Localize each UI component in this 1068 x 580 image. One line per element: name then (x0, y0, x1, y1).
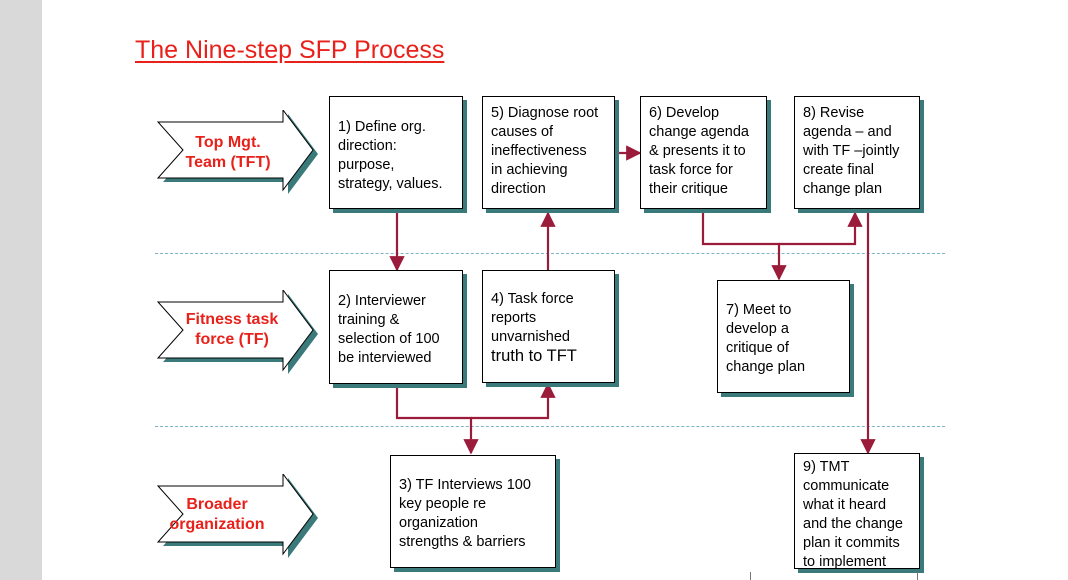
step-9-box: 9) TMT communicate what it heard and the… (794, 453, 920, 570)
step-6-box: 6) Develop change agenda & presents it t… (640, 96, 767, 209)
step-2-text: 2) Interviewer training & selection of 1… (338, 293, 440, 366)
step-5-text: 5) Diagnose root causes of ineffectivene… (491, 105, 599, 197)
step-3-text: 3) TF Interviews 100 key people re organ… (399, 477, 531, 550)
step-8-text: 8) Revise agenda – and with TF –jointly … (803, 105, 900, 197)
connector-7-to-8 (779, 211, 863, 246)
connector-3-to-4 (471, 382, 556, 420)
step-7-text: 7) Meet to develop a critique of change … (726, 302, 806, 375)
lane-label-top: Top Mgt. Team (TFT) (185, 134, 271, 171)
step-4-text-emphasis: truth to TFT (491, 347, 577, 365)
step-7-box: 7) Meet to develop a critique of change … (717, 280, 850, 393)
step-9-text: 9) TMT communicate what it heard and the… (803, 459, 903, 570)
left-sidebar-bar (0, 0, 42, 580)
step-2-box: 2) Interviewer training & selection of 1… (329, 270, 463, 384)
lane-divider-2 (155, 426, 945, 427)
step-6-text: 6) Develop change agenda & presents it t… (649, 105, 749, 197)
step-1-box: 1) Define org. direction: purpose, strat… (329, 96, 463, 209)
bottom-tick-left (750, 572, 751, 580)
step-5-box: 5) Diagnose root causes of ineffectivene… (482, 96, 615, 209)
step-4-box: 4) Task force reports unvarnished truth … (482, 270, 615, 383)
bottom-tick-right (917, 572, 918, 580)
step-3-box: 3) TF Interviews 100 key people re organ… (390, 455, 556, 568)
step-1-text: 1) Define org. direction: purpose, strat… (338, 119, 443, 192)
lane-arrow-task-force-icon (156, 290, 318, 374)
step-4-text: 4) Task force reports unvarnished (491, 291, 574, 345)
connector-6-to-7 (701, 209, 787, 281)
lane-arrow-broader-icon (156, 474, 318, 558)
lane-label-broader: Broader organization (169, 496, 265, 533)
step-8-box: 8) Revise agenda – and with TF –jointly … (794, 96, 920, 209)
page-title: The Nine-step SFP Process (135, 36, 445, 64)
lane-divider-1 (155, 253, 945, 254)
lane-arrow-top-icon (156, 110, 318, 194)
connector-2-to-3 (395, 384, 479, 455)
lane-label-task-force: Fitness task force (TF) (185, 311, 279, 348)
